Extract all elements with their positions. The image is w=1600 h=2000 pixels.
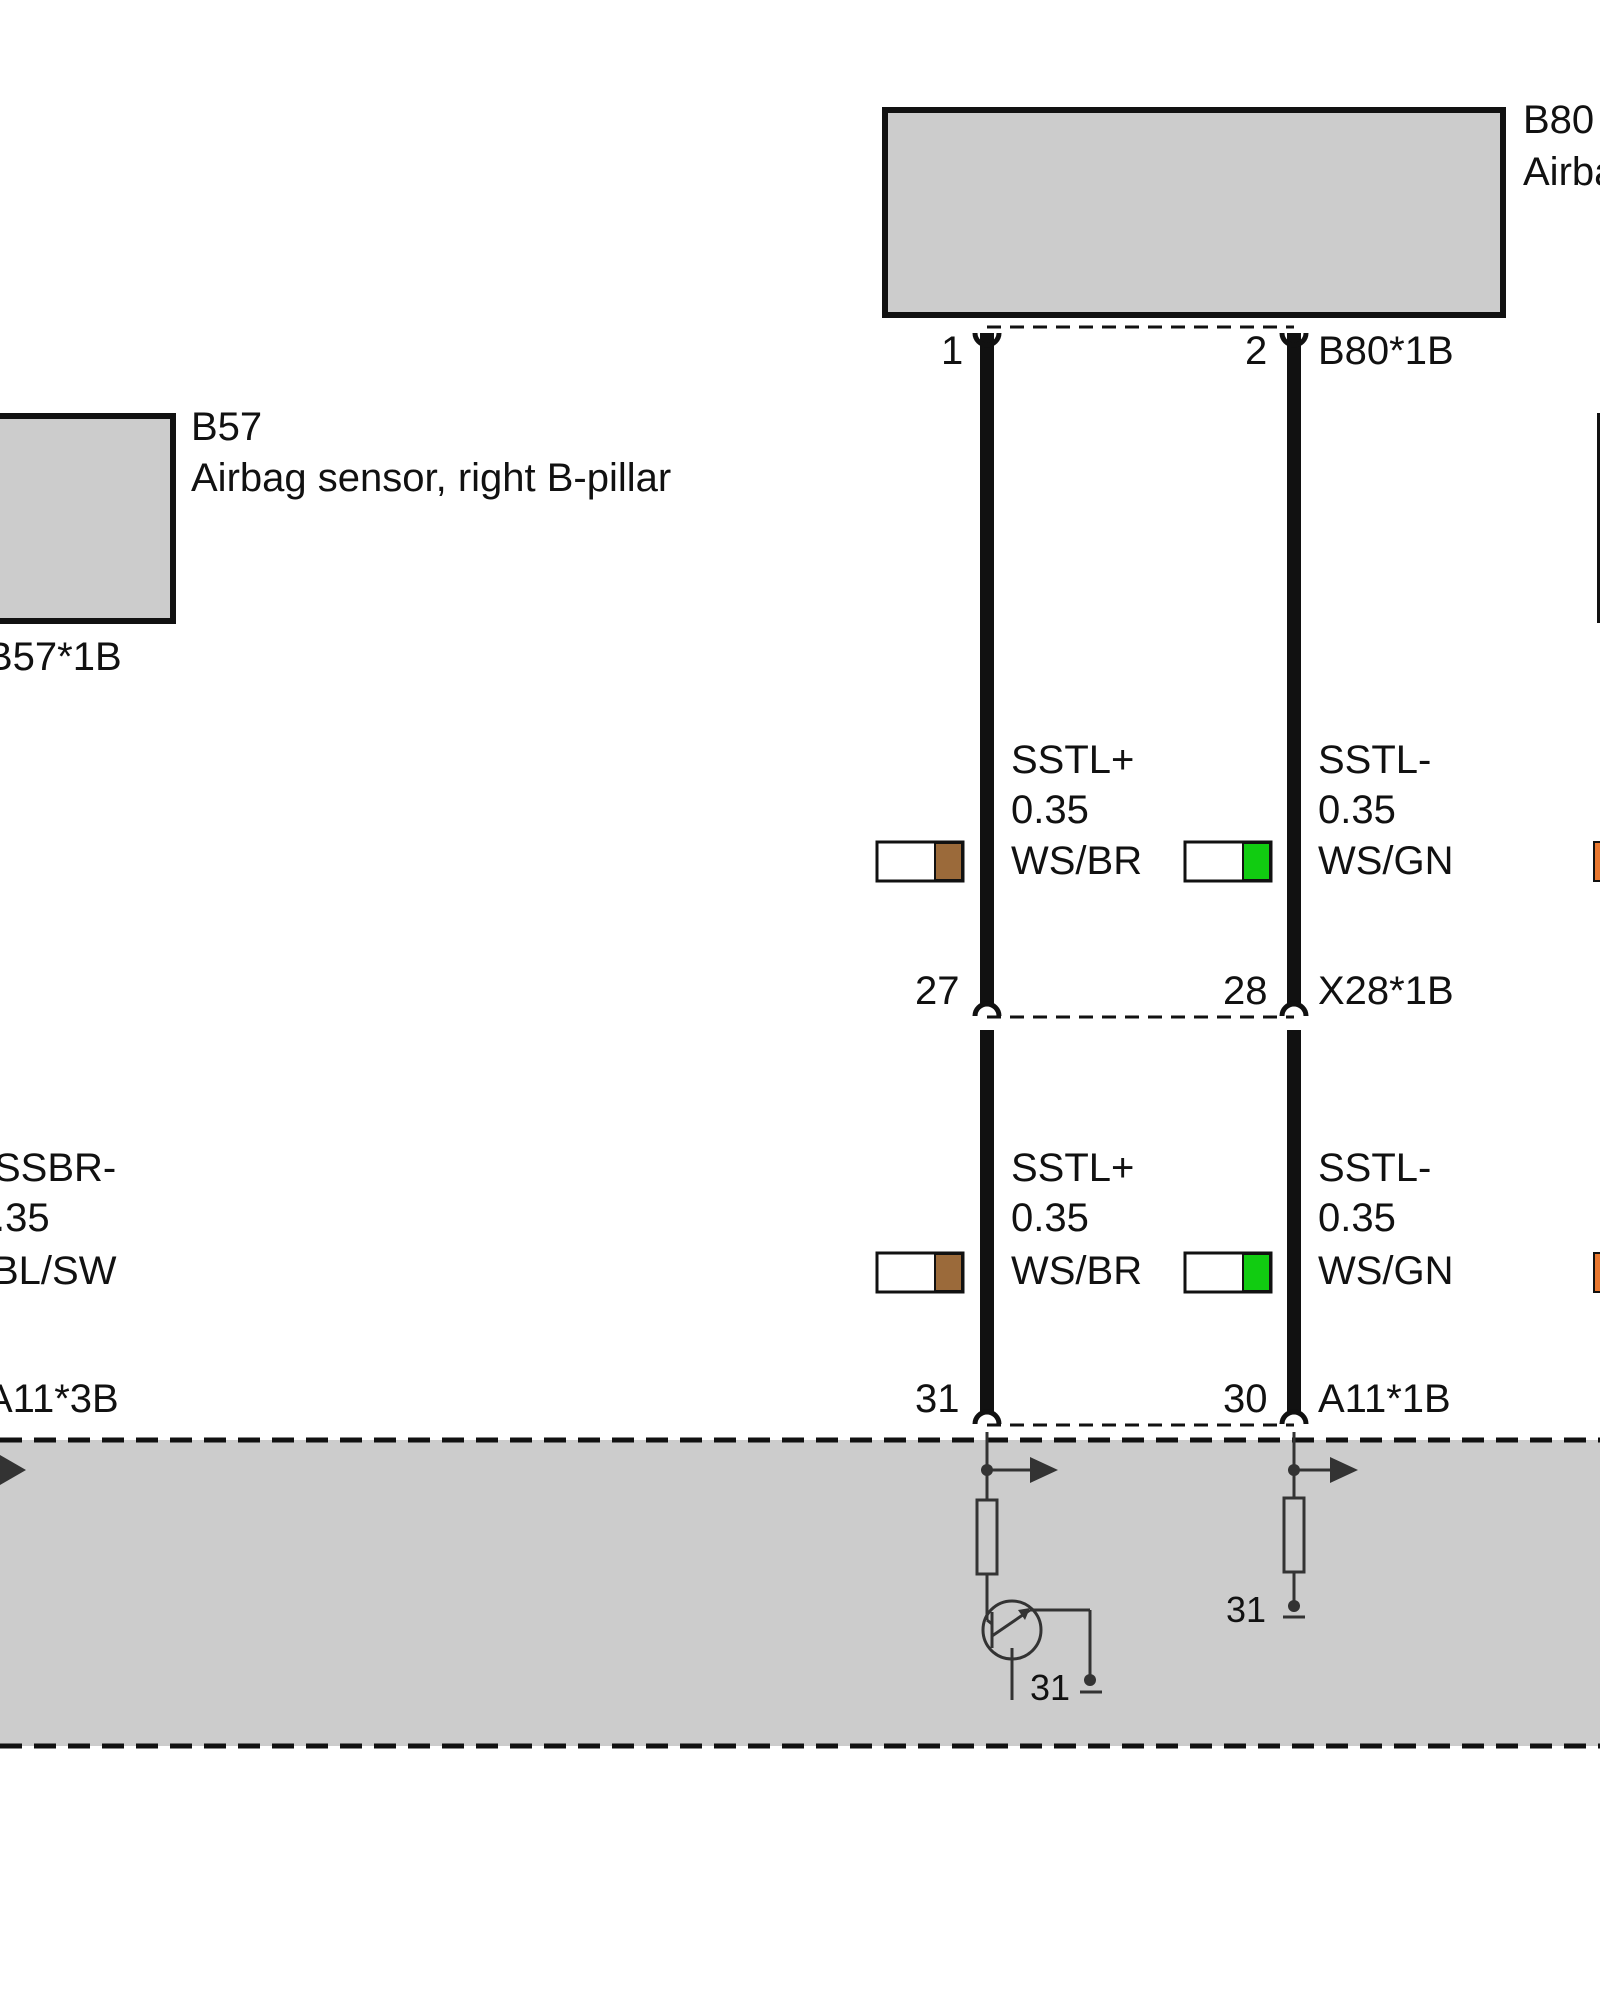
b80-component-box: [882, 107, 1506, 318]
b80-pin-2-label: 2: [1245, 329, 1267, 373]
x28-pin-27-cap: [972, 1001, 1002, 1017]
resistor-ground-label: 31: [1226, 1589, 1266, 1630]
wire-lower-right-color: WS/GN: [1318, 1249, 1454, 1293]
transistor-emitter-arrow: [1018, 1608, 1030, 1620]
internal-circuit-right-arrow: [1330, 1457, 1358, 1483]
x28-pin-28-label: 28: [1223, 969, 1268, 1013]
wire-lower-left-signal: SSTL+: [1011, 1146, 1134, 1190]
left-signal-arrow: [0, 1455, 26, 1485]
wire-lower-right-size: 0.35: [1318, 1196, 1396, 1240]
x28-pin-27-label: 27: [915, 969, 960, 1013]
internal-circuit-right-node: [1288, 1464, 1300, 1476]
b80-connector-label: B80*1B: [1318, 329, 1454, 373]
b57-component-box: [0, 413, 176, 624]
a11-left-connector-label: A11*3B: [0, 1377, 119, 1421]
a11-pin-31-cap: [972, 1409, 1002, 1425]
b80-id-label: B80: [1523, 98, 1594, 142]
wire-upper-left-swatch-stripe: [934, 842, 963, 881]
internal-circuit-left-arrow: [1030, 1457, 1058, 1483]
b80-pin-1-label: 1: [941, 329, 963, 373]
wire-lower-left-color: WS/BR: [1011, 1249, 1142, 1293]
wire-upper-left-color: WS/BR: [1011, 839, 1142, 883]
wire-lower-left-swatch-stripe: [934, 1253, 963, 1292]
transistor-ground-node: [1084, 1674, 1096, 1686]
wire-upper-right-color: WS/GN: [1318, 839, 1454, 883]
edge-swatch-lower: [1593, 1252, 1600, 1293]
wire-left-partial-color: BL/SW: [0, 1249, 117, 1293]
wire-upper-right-signal: SSTL-: [1318, 738, 1431, 782]
internal-circuit-left-node: [981, 1464, 993, 1476]
b80-pin-2-cap: [1279, 332, 1309, 348]
a11-pin-30-label: 30: [1223, 1377, 1268, 1421]
a11-connector-label: A11*1B: [1318, 1377, 1451, 1421]
b57-connector-label: B57*1B: [0, 635, 122, 679]
wire-upper-right-size: 0.35: [1318, 788, 1396, 832]
wire-left-partial-size: .35: [0, 1196, 50, 1240]
a11-control-unit-box: [0, 1440, 1600, 1746]
edge-swatch-upper: [1593, 841, 1600, 882]
x28-connector-label: X28*1B: [1318, 969, 1454, 1013]
b80-pin-1-cap: [972, 332, 1002, 348]
a11-pin-30-cap: [1279, 1409, 1309, 1425]
x28-pin-28-cap: [1279, 1001, 1309, 1017]
wire-lower-right-signal: SSTL-: [1318, 1146, 1431, 1190]
wire-upper-left-size: 0.35: [1011, 788, 1089, 832]
resistor-ground-node: [1288, 1600, 1300, 1612]
a11-pin-31-label: 31: [915, 1377, 960, 1421]
internal-circuit-right: [1282, 1432, 1332, 1619]
transistor-ground-label: 31: [1030, 1667, 1070, 1708]
b57-name-label: Airbag sensor, right B-pillar: [191, 456, 671, 500]
wire-lower-right-swatch-stripe: [1242, 1253, 1271, 1292]
b57-id-label: B57: [191, 405, 262, 449]
wire-upper-right-swatch-stripe: [1242, 842, 1271, 881]
wire-upper-left-signal: SSTL+: [1011, 738, 1134, 782]
b80-name-label: Airba: [1523, 150, 1600, 194]
wire-lower-left-size: 0.35: [1011, 1196, 1089, 1240]
wire-left-partial-signal: SSBR-: [0, 1146, 116, 1190]
